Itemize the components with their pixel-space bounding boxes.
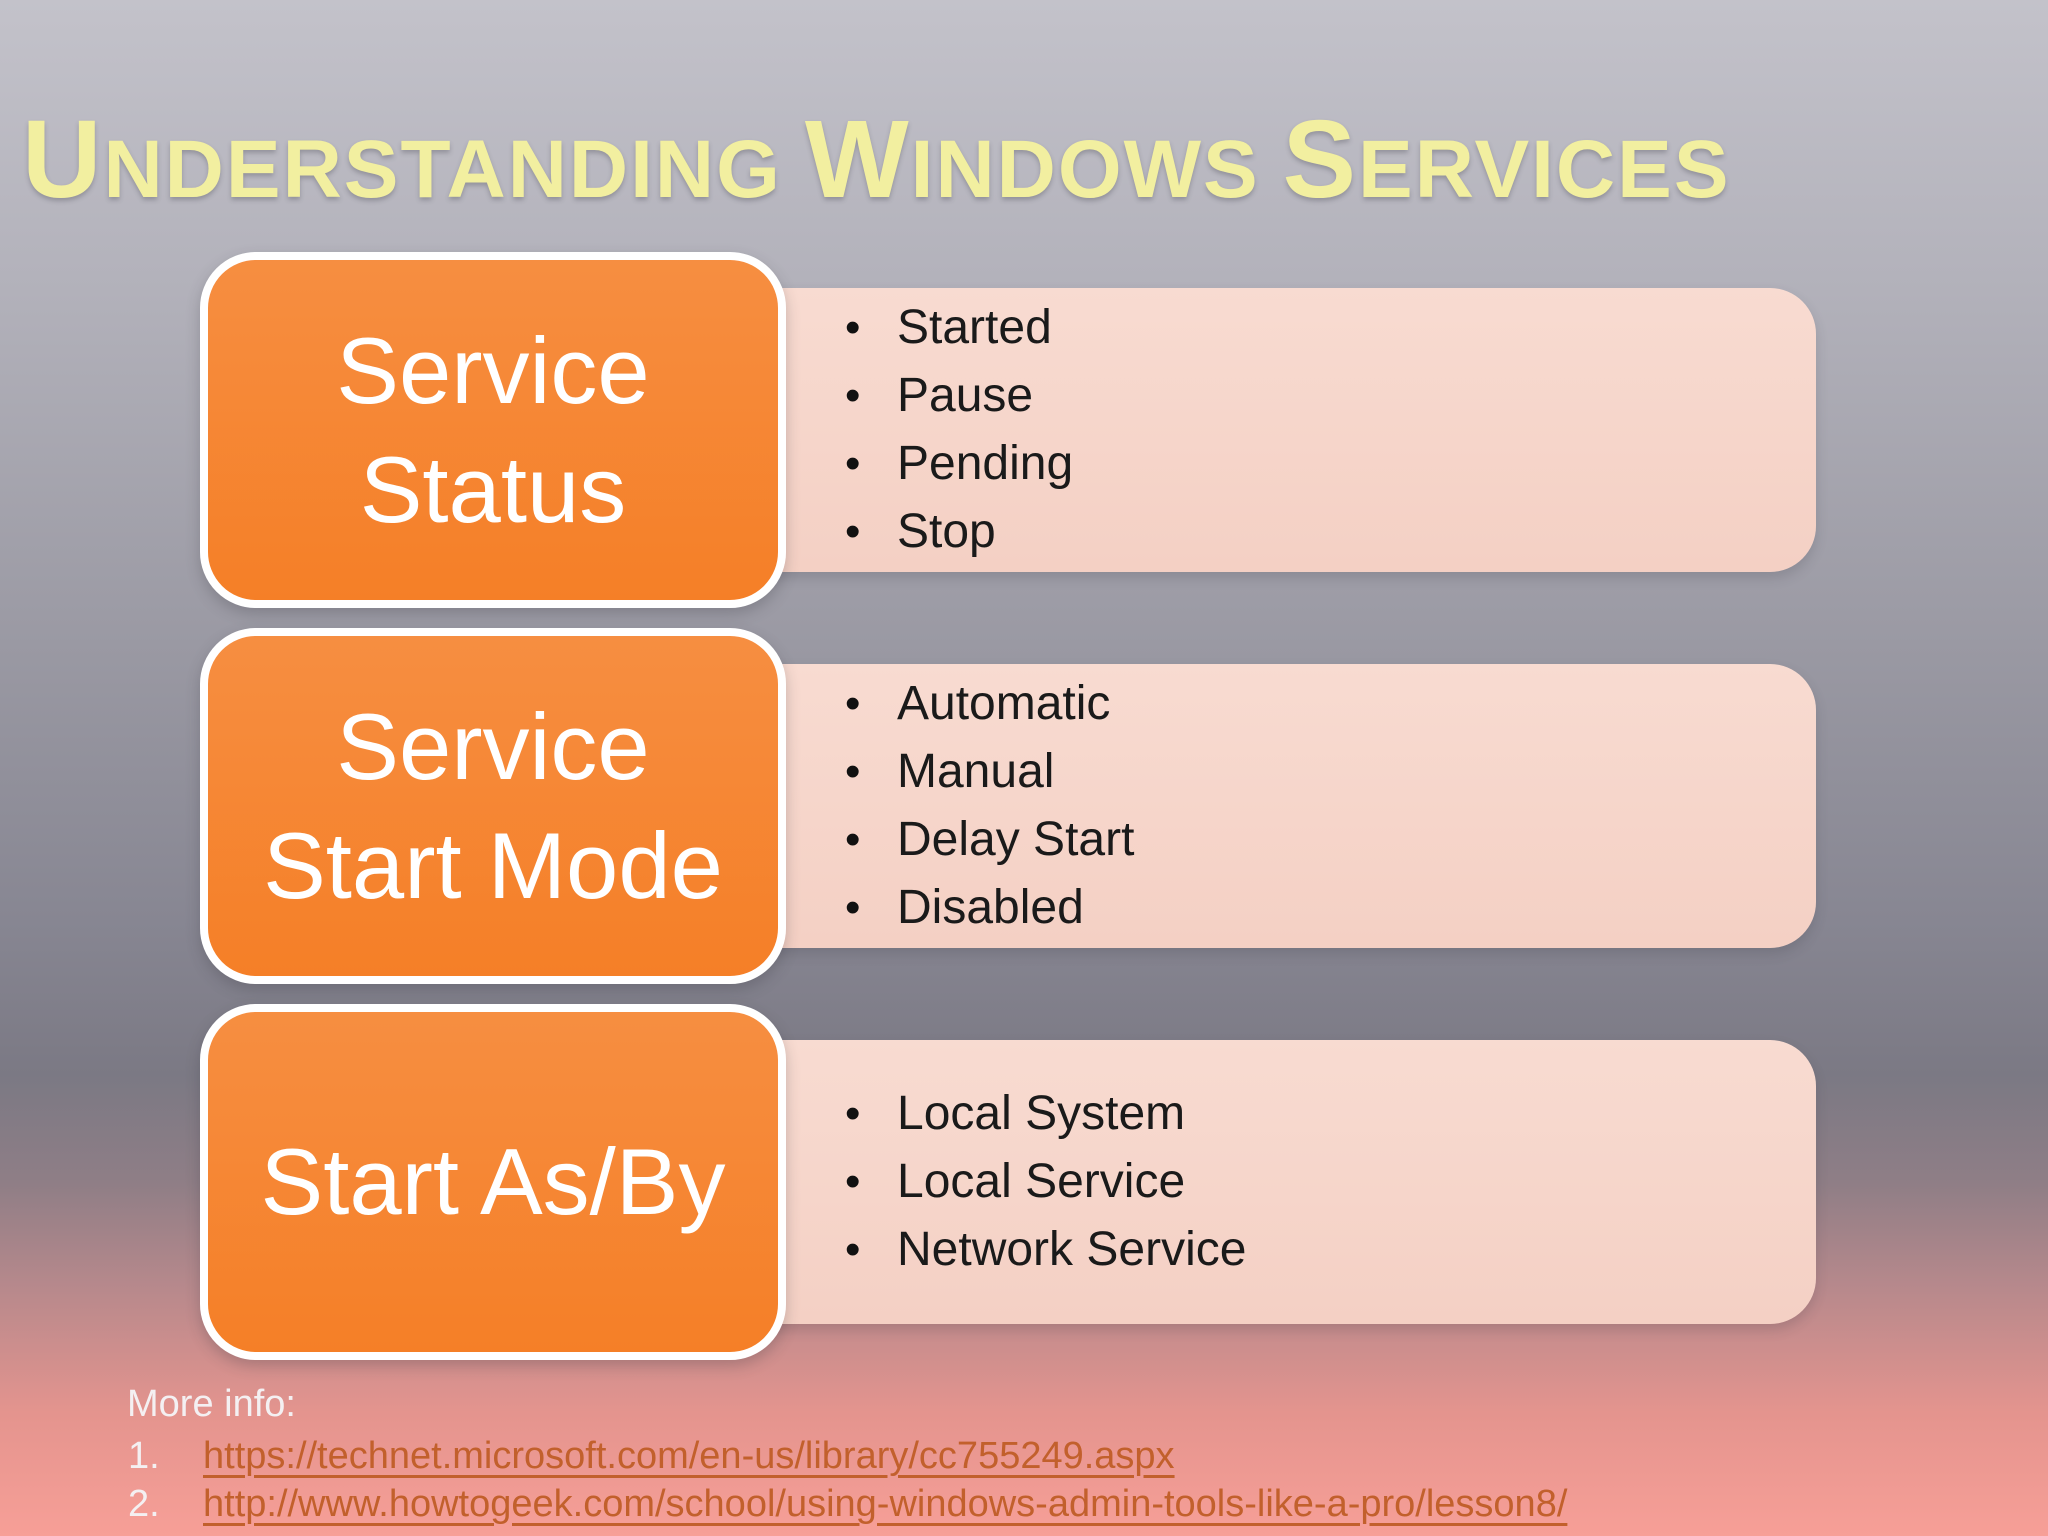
- more-info-heading: More info:: [127, 1383, 296, 1425]
- title-word: WINDOWS: [804, 98, 1260, 222]
- service-start-mode-box: Service Start Mode: [200, 628, 786, 984]
- footer-link-item: http://www.howtogeek.com/school/using-wi…: [120, 1480, 1567, 1528]
- footer-link[interactable]: http://www.howtogeek.com/school/using-wi…: [203, 1483, 1568, 1525]
- start-as-by-options-list: Local SystemLocal ServiceNetwork Service: [845, 1040, 1796, 1324]
- bullet-item: Pending: [845, 430, 1796, 498]
- start-as-by-label: Start As/By: [260, 1129, 726, 1235]
- bullet-item: Pause: [845, 362, 1796, 430]
- footer-link-item: https://technet.microsoft.com/en-us/libr…: [120, 1432, 1567, 1480]
- service-status-box: Service Status: [200, 252, 786, 608]
- service-start-mode-options-list: AutomaticManualDelay StartDisabled: [845, 664, 1796, 948]
- start-as-by-box: Start As/By: [200, 1004, 786, 1360]
- start-as-by-options-panel: Local SystemLocal ServiceNetwork Service: [560, 1040, 1816, 1324]
- service-status-options-list: StartedPausePendingStop: [845, 288, 1796, 572]
- bullet-item: Manual: [845, 738, 1796, 806]
- footer-link[interactable]: https://technet.microsoft.com/en-us/libr…: [203, 1435, 1175, 1477]
- bullet-item: Local Service: [845, 1148, 1796, 1216]
- title-word: UNDERSTANDING: [22, 98, 782, 222]
- more-info-links: https://technet.microsoft.com/en-us/libr…: [120, 1432, 1567, 1528]
- bullet-item: Automatic: [845, 670, 1796, 738]
- bullet-item: Local System: [845, 1080, 1796, 1148]
- bullet-item: Disabled: [845, 874, 1796, 942]
- bullet-item: Stop: [845, 498, 1796, 566]
- bullet-item: Delay Start: [845, 806, 1796, 874]
- slide-title: UNDERSTANDING WINDOWS SERVICES: [22, 105, 1731, 215]
- bullet-item: Started: [845, 294, 1796, 362]
- title-word: SERVICES: [1282, 98, 1731, 222]
- bullet-item: Network Service: [845, 1216, 1796, 1284]
- service-status-label: Service Status: [336, 317, 650, 542]
- service-start-mode-label: Service Start Mode: [263, 693, 723, 918]
